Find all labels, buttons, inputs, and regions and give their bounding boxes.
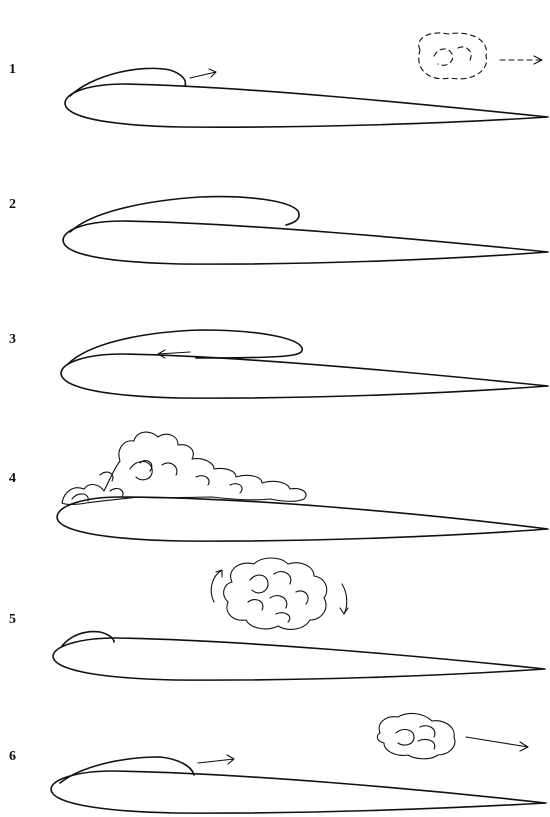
shed-vortex [419, 33, 487, 79]
panel-2-graphic [0, 135, 550, 270]
turbulent-vortex [62, 432, 306, 504]
convected-vortex [377, 714, 455, 759]
separation-bubble [68, 330, 302, 364]
panel-3: 3 [0, 270, 550, 405]
panel-5: 5 [0, 550, 550, 685]
panel-1-graphic [0, 0, 550, 135]
airfoil [51, 771, 546, 813]
airfoil [61, 354, 548, 398]
airfoil [57, 497, 548, 541]
separation-bubble [70, 68, 185, 96]
airfoil [63, 221, 548, 264]
flow-arrow [190, 69, 216, 78]
panel-3-graphic [0, 270, 550, 405]
panel-2: 2 [0, 135, 550, 270]
airfoil [53, 638, 545, 680]
reattached-bubble [60, 757, 194, 783]
shed-stall-vortex [224, 558, 327, 629]
panel-4-graphic [0, 405, 550, 550]
panel-1: 1 [0, 0, 550, 135]
panel-4: 4 [0, 405, 550, 550]
drift-arrow [466, 737, 528, 751]
panel-6-graphic [0, 685, 550, 817]
panel-6: 6 [0, 685, 550, 817]
flow-arrow [198, 755, 234, 764]
airfoil [65, 84, 548, 127]
rotation-arrow-right [340, 584, 348, 614]
panel-5-graphic [0, 550, 550, 685]
rotation-arrow-left [211, 570, 222, 602]
